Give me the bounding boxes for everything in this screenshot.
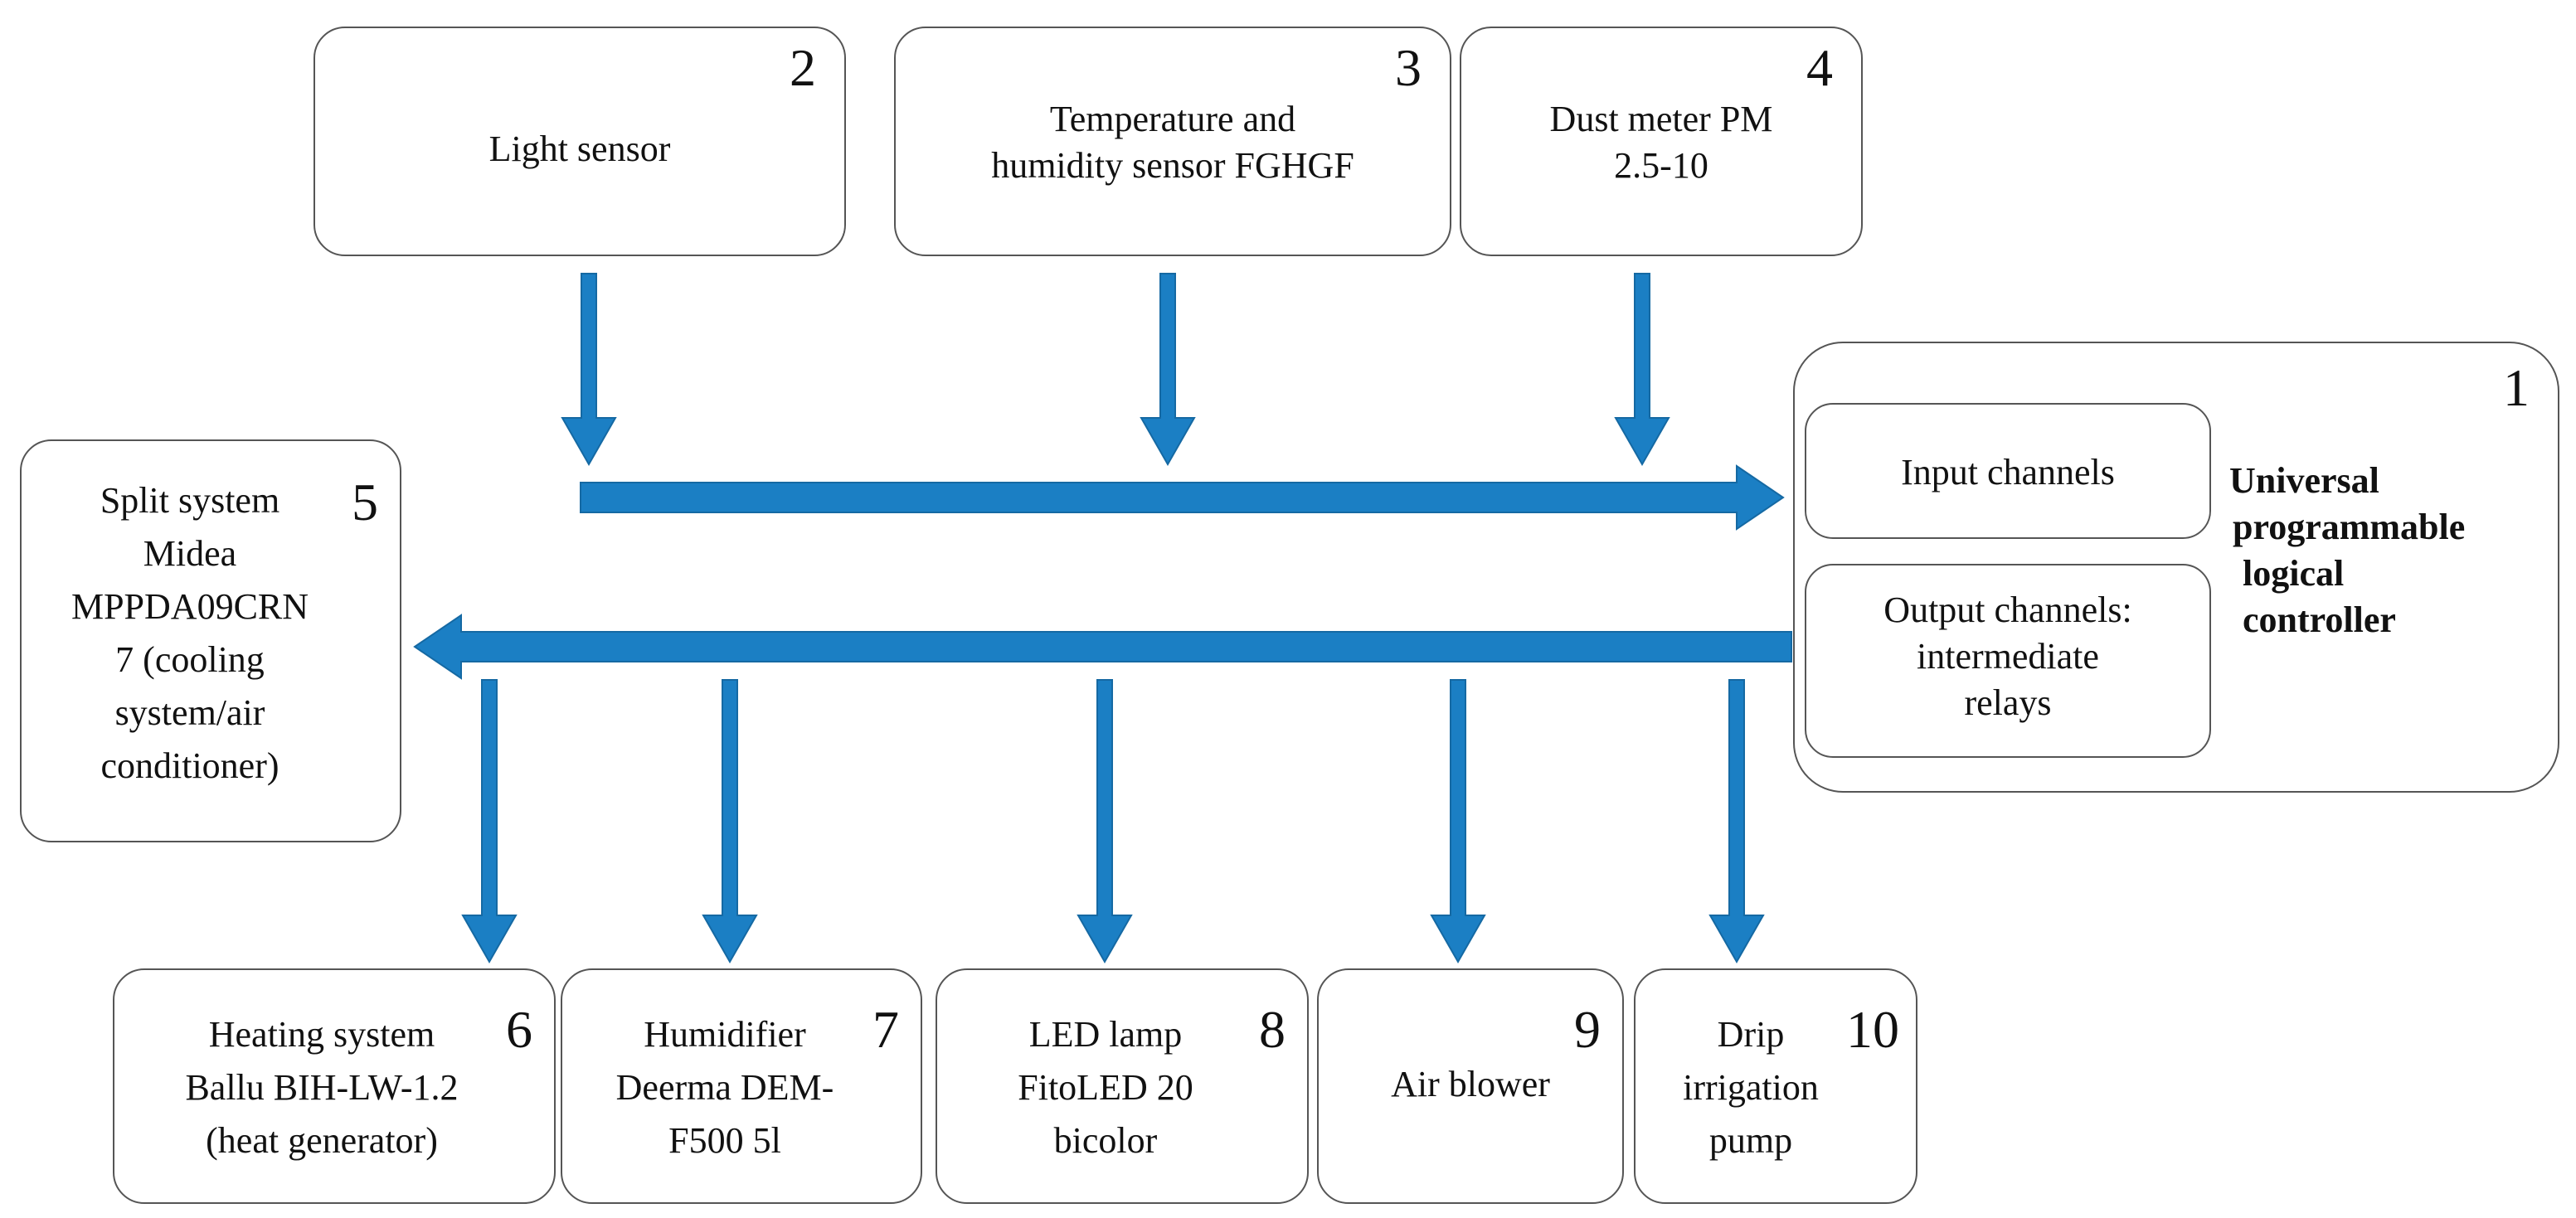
input-channels-box: Input channels bbox=[1805, 403, 2211, 539]
drip-pump-box: 10 Drip irrigation pump bbox=[1634, 968, 1917, 1204]
heating-line3: (heat generator) bbox=[206, 1120, 438, 1161]
controller-title-line1: Universal bbox=[2229, 460, 2379, 501]
split-system-line6: conditioner) bbox=[100, 745, 279, 786]
arrow-to-air-blower bbox=[1430, 679, 1486, 964]
output-channels-line1: Output channels: bbox=[1883, 590, 2132, 630]
box-number: 1 bbox=[2503, 358, 2530, 417]
split-system-line2: Midea bbox=[143, 533, 237, 574]
heating-system-box: 6 Heating system Ballu BIH-LW-1.2 (heat … bbox=[113, 968, 556, 1204]
controller-title: Universal programmable logical controlle… bbox=[2229, 458, 2544, 643]
arrow-to-humidifier bbox=[702, 679, 758, 964]
drip-pump-line3: pump bbox=[1708, 1120, 1793, 1161]
arrow-to-drip-pump bbox=[1708, 679, 1765, 964]
controller-title-line3: logical bbox=[2243, 553, 2345, 594]
arrow-to-led-lamp bbox=[1077, 679, 1133, 964]
temperature-humidity-sensor-box: 3 Temperature and humidity sensor FGHGF bbox=[894, 27, 1451, 256]
dust-meter-label-line1: Dust meter PM bbox=[1549, 99, 1773, 139]
drip-pump-line1: Drip bbox=[1717, 1014, 1785, 1055]
heating-line1: Heating system bbox=[208, 1014, 435, 1055]
output-channels-line2: intermediate bbox=[1917, 636, 2099, 677]
dust-meter-box: 4 Dust meter PM 2.5-10 bbox=[1460, 27, 1863, 256]
drip-pump-line2: irrigation bbox=[1683, 1067, 1819, 1108]
controller-title-line4: controller bbox=[2243, 599, 2396, 640]
temperature-humidity-label-line1: Temperature and bbox=[1049, 99, 1296, 139]
humidifier-line1: Humidifier bbox=[644, 1014, 806, 1055]
air-blower-label: Air blower bbox=[1391, 1064, 1550, 1104]
light-sensor-box: 2 Light sensor bbox=[313, 27, 846, 256]
output-channels-line3: relays bbox=[1964, 682, 2052, 723]
led-lamp-line2: FitoLED 20 bbox=[1018, 1067, 1193, 1108]
led-lamp-box: 8 LED lamp FitoLED 20 bicolor bbox=[936, 968, 1309, 1204]
split-system-line1: Split system bbox=[100, 480, 280, 521]
humidifier-line3: F500 5l bbox=[668, 1120, 781, 1161]
heating-line2: Ballu BIH-LW-1.2 bbox=[185, 1067, 459, 1108]
input-channels-label: Input channels bbox=[1901, 452, 2115, 493]
split-system-line4: 7 (cooling bbox=[115, 639, 265, 680]
arrow-from-light-sensor bbox=[561, 273, 617, 467]
humidifier-line2: Deerma DEM- bbox=[615, 1067, 834, 1108]
split-system-line5: system/air bbox=[114, 692, 265, 733]
controller-box: 1 Input channels Output channels: interm… bbox=[1793, 342, 2559, 793]
air-blower-box: 9 Air blower bbox=[1317, 968, 1624, 1204]
box-number: 10 bbox=[1846, 1000, 1899, 1059]
box-number: 4 bbox=[1806, 38, 1833, 97]
controller-title-line2: programmable bbox=[2233, 507, 2466, 547]
led-lamp-line3: bicolor bbox=[1053, 1120, 1158, 1161]
box-number: 7 bbox=[872, 1000, 899, 1059]
humidifier-box: 7 Humidifier Deerma DEM- F500 5l bbox=[561, 968, 922, 1204]
temperature-humidity-label-line2: humidity sensor FGHGF bbox=[991, 145, 1354, 186]
dust-meter-label-line2: 2.5-10 bbox=[1614, 145, 1708, 186]
arrow-to-heating-system bbox=[461, 679, 518, 964]
box-number: 9 bbox=[1574, 1000, 1601, 1059]
box-number: 5 bbox=[352, 473, 378, 531]
input-bus-arrow bbox=[580, 464, 1785, 531]
light-sensor-label: Light sensor bbox=[488, 129, 671, 169]
split-system-box: 5 Split system Midea MPPDA09CRN 7 (cooli… bbox=[20, 439, 401, 842]
box-number: 8 bbox=[1259, 1000, 1286, 1059]
box-number: 3 bbox=[1395, 38, 1422, 97]
output-channels-box: Output channels: intermediate relays bbox=[1805, 564, 2211, 758]
output-bus-arrow bbox=[413, 614, 1792, 680]
led-lamp-line1: LED lamp bbox=[1028, 1014, 1183, 1055]
split-system-line3: MPPDA09CRN bbox=[70, 586, 309, 627]
box-number: 6 bbox=[506, 1000, 532, 1059]
arrow-from-dust-meter bbox=[1614, 273, 1670, 467]
box-number: 2 bbox=[790, 38, 816, 97]
arrow-from-temperature-sensor bbox=[1140, 273, 1196, 467]
